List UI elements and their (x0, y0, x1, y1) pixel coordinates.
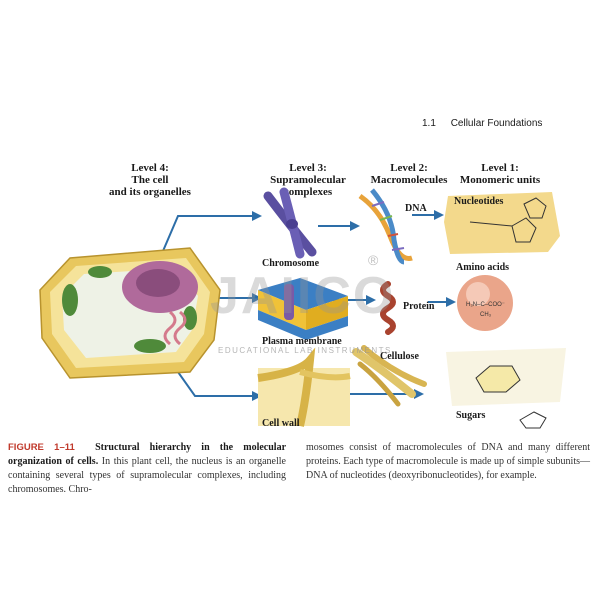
arrow-to-cell-wall (177, 371, 252, 397)
sugars-label: Sugars (456, 410, 486, 421)
sugar-illustration (446, 348, 566, 429)
dna-label: DNA (405, 203, 427, 214)
figure-caption-left: FIGURE 1–11 Structural hierarchy in the … (8, 441, 286, 497)
watermark-registered-mark: ® (368, 252, 379, 268)
amino-acid-illustration: H₃N–C–COO⁻ CH₃ (457, 275, 513, 331)
watermark-logo: JAIICO (210, 267, 396, 325)
watermark-subtitle: EDUCATIONAL LAB INSTRUMENTS (218, 346, 392, 355)
chromosome-illustration (263, 187, 317, 259)
hierarchy-illustration: H₃N–C–COO⁻ CH₃ (39, 187, 566, 429)
plasma-membrane-label: Plasma membrane (262, 336, 342, 347)
chloroplast (62, 284, 78, 316)
nucleotides-label: Nucleotides (454, 196, 504, 207)
cellulose-label: Cellulose (380, 351, 419, 362)
svg-text:H₃N–C–COO⁻: H₃N–C–COO⁻ (466, 302, 505, 308)
cell-wall-label: Cell wall (262, 418, 300, 429)
caption-text-right: mosomes consist of macromolecules of DNA… (306, 442, 590, 481)
svg-text:CH₃: CH₃ (480, 312, 492, 318)
amino-acids-label: Amino acids (456, 262, 510, 273)
nucleotide-illustration (444, 192, 560, 254)
protein-label: Protein (403, 301, 435, 312)
level-3-heading: Level 3: Supramolecular complexes (270, 162, 346, 198)
protein-illustration (380, 281, 396, 335)
figure-title: Structural hierarchy in the molecular or… (8, 442, 287, 467)
arrow-to-chromosome (159, 215, 252, 259)
figure-caption-right: mosomes consist of macromolecules of DNA… (306, 441, 590, 483)
figure-number: FIGURE 1–11 (8, 442, 75, 453)
section-number: 1.1 (422, 118, 436, 129)
cellulose-illustration (352, 345, 427, 407)
chromosome-label: Chromosome (262, 258, 320, 269)
plant-cell (39, 247, 221, 379)
arrowheads (252, 210, 456, 401)
dna-helix (358, 188, 413, 265)
level-2-heading: Level 2: Macromolecules (370, 162, 448, 186)
section-title: Cellular Foundations (450, 118, 543, 129)
caption-text-left: In this plant cell, the nucleus is an or… (8, 456, 286, 495)
plasma-membrane-illustration (258, 278, 348, 340)
running-header: 1.1 Cellular Foundations (422, 118, 542, 129)
level-1-heading: Level 1: Monomeric units (459, 162, 541, 186)
level-4-heading: Level 4: The cell and its organelles (109, 162, 191, 198)
cell-wall-illustration (257, 347, 351, 427)
